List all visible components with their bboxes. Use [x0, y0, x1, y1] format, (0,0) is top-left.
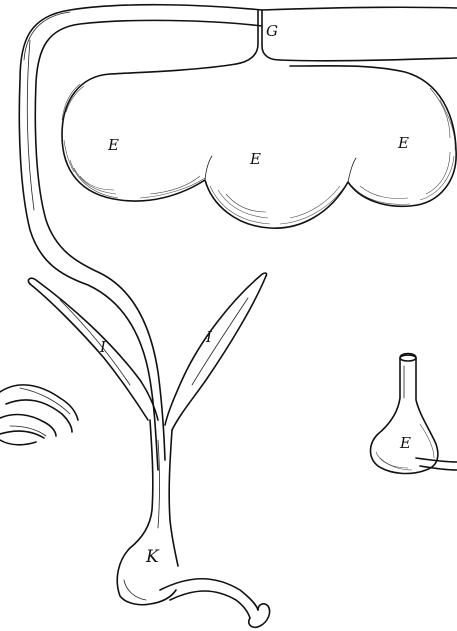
- label-i-left: I: [99, 338, 107, 356]
- label-g: G: [266, 22, 278, 40]
- branch-right: [165, 273, 267, 430]
- fingers-fragment: [0, 385, 78, 445]
- small-flask-e: [371, 354, 457, 474]
- label-e-right: E: [397, 134, 409, 152]
- label-i-right: I: [205, 328, 213, 346]
- label-e-small: E: [399, 434, 411, 452]
- label-e-middle: E: [249, 150, 261, 168]
- branch-left: [28, 278, 158, 420]
- long-duct: [19, 5, 262, 470]
- stem-k: [117, 420, 269, 627]
- label-k: K: [145, 547, 160, 567]
- junction-g: [110, 7, 457, 74]
- label-e-left: E: [107, 136, 119, 154]
